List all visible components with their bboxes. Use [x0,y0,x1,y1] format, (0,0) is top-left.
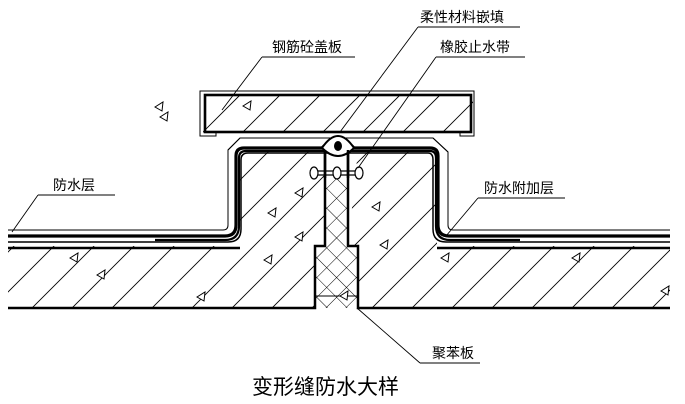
aggregate-triangle [371,201,381,212]
hatch-line [69,150,241,308]
hatch-line [241,95,281,133]
hatch-line [8,150,41,308]
hatch-line [609,150,670,308]
hatch-line [189,150,325,308]
hatch-line [269,150,325,308]
joint-bulb [320,134,356,158]
hatch-line [348,150,461,308]
aggregate-triangle [440,252,450,263]
leader-lines [11,26,565,364]
aggregate-triangle [571,252,581,263]
aggregate-triangle [69,252,79,263]
hatch-line [29,150,201,308]
label-polystyrene-board: 聚苯板 [432,345,474,362]
aggregate-triangle [96,269,106,280]
aggregate-triangle [196,291,206,302]
hatch-line [348,150,421,308]
hatch-line [569,150,670,308]
aggregate-triangle [159,111,169,122]
label-additional-waterproof-layer: 防水附加层 [484,181,554,197]
hatch-line [441,101,473,133]
aggregate-triangle [267,207,277,218]
hatch-line [8,150,81,308]
hatch-line [321,95,361,133]
diagram-title: 变形缝防水大样 [252,375,399,399]
aggregate-triangle [294,231,304,242]
hatch-line [109,150,281,308]
aggregate-triangle [263,254,273,265]
hatch-line [489,150,661,308]
aggregate-triangle [294,187,304,198]
aggregate-triangle [242,100,252,111]
hatch-line [529,150,670,308]
label-concrete-cover: 钢筋砼盖板 [272,39,342,56]
right-concrete-slab [346,150,670,310]
hatch-line [229,150,325,308]
label-waterproof-layer: 防水层 [53,178,95,194]
aggregate-marks [69,100,670,302]
hatch-line [649,150,670,308]
aggregate-triangle [154,101,164,112]
label-flexible-filler: 柔性材料嵌填 [420,10,504,26]
label-rubber-waterstop: 橡胶止水带 [440,39,510,56]
aggregate-triangle [379,239,389,250]
hatch-line [203,95,241,133]
aggregate-triangle [660,285,670,296]
rubber-waterstop [309,166,364,180]
hatch-line [8,150,121,308]
hatch-line [361,95,401,133]
aggregate-triangle [339,290,349,301]
hatch-line [401,95,441,133]
hatch-line [281,95,321,133]
hatch-line [449,150,621,308]
concrete-cover-plate [199,90,475,153]
polystyrene-board [315,178,358,308]
